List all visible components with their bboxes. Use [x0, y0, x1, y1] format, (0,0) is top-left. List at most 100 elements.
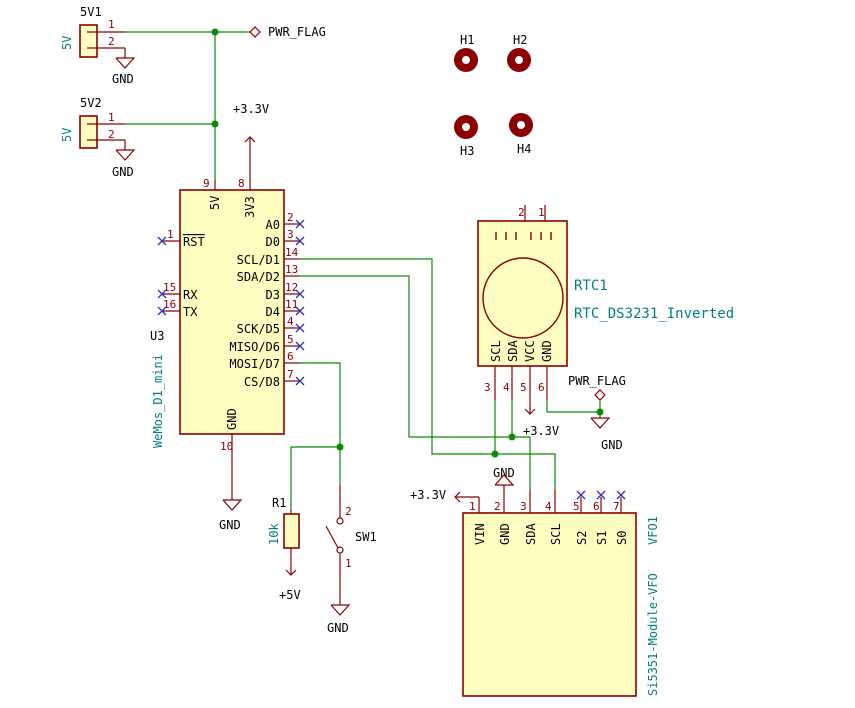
resistor-r1[interactable]: R1 10k +5V: [267, 496, 301, 602]
rtc1-pin-scl: SCL: [489, 340, 503, 362]
net-5v-wires: [125, 28, 250, 180]
u3-pin-sck: SCK/D5: [237, 322, 280, 336]
junction-dot: [211, 120, 219, 128]
junction-dot: [336, 443, 344, 451]
vfo1-pin-s0: S0: [615, 531, 629, 545]
connector-5v1-pin1: 1: [108, 18, 115, 31]
u3-pin-num: 16: [163, 298, 176, 311]
rtc1-pin-num: 3: [484, 381, 491, 394]
rtc1-value: RTC_DS3231_Inverted: [574, 306, 734, 322]
vfo1-pin-vin: VIN: [473, 523, 487, 545]
connector-5v1-value: 5V: [60, 36, 74, 50]
u3-pin-scl: SCL/D1: [237, 253, 280, 267]
sw1-pin1: 1: [345, 557, 352, 570]
rtc1-battery-icon: [482, 257, 564, 339]
u3-ref: U3: [150, 329, 164, 343]
connector-5v2[interactable]: 5V2 5V 1 2 GND: [60, 96, 136, 179]
gnd-u3: GND: [219, 499, 243, 532]
vfo1-pin-s1: S1: [595, 531, 609, 545]
connector-5v2-value: 5V: [60, 128, 74, 142]
u3-pin-sda: SDA/D2: [237, 270, 280, 284]
u3-pin-num: 15: [163, 281, 176, 294]
vfo1-pin-gnd: GND: [498, 523, 512, 545]
junction-dot: [491, 450, 499, 458]
gnd-symbol: [115, 149, 136, 161]
connector-5v1[interactable]: 5V1 5V 1 2 GND: [60, 5, 136, 86]
pwr-flag-top-label: PWR_FLAG: [268, 25, 326, 39]
u3-pin-mosi: MOSI/D7: [229, 357, 280, 371]
junction-dot: [508, 433, 516, 441]
u3-pin-num: 14: [285, 246, 299, 259]
vfo1-pin-num: 3: [520, 500, 527, 513]
power-3v3-vfo: +3.3V: [410, 488, 479, 503]
gnd-symbol: [330, 604, 351, 616]
hole-h1-label: H1: [460, 33, 474, 47]
gnd-vfo-label: GND: [493, 466, 515, 480]
u3-pin-cs: CS/D8: [244, 375, 280, 389]
hole-h4-label: H4: [517, 142, 531, 156]
u3-left-pins: RST RX TX 1 15 16: [162, 228, 205, 319]
junction-dot: [596, 408, 604, 416]
power-3v3-rtc: +3.3V: [523, 408, 559, 438]
u3-pin-tx: TX: [183, 305, 198, 319]
gnd-symbol: [115, 57, 136, 69]
rtc1-pin-gnd: GND: [540, 340, 554, 362]
mounting-holes: H1 H2 H3 H4: [454, 33, 533, 158]
hole-h3-label: H3: [460, 144, 474, 158]
connector-5v2-body: [79, 115, 98, 149]
u3-pin-3v3-num: 8: [238, 177, 245, 190]
u3-right-pins: A0 D0 SCL/D1 SDA/D2 D3 D4 SCK/D5 MISO/D6…: [229, 211, 300, 389]
u3-pin-miso: MISO/D6: [229, 340, 280, 354]
u3-pin-5v-name: 5V: [208, 196, 222, 210]
rtc1-pin-num: 5: [520, 381, 527, 394]
power-3v3-top: +3.3V: [233, 102, 269, 180]
no-connect-markers: [157, 219, 626, 500]
power-5v-r1-label: +5V: [279, 588, 301, 602]
rtc1-pin-sda: SDA: [506, 340, 520, 362]
switch-net: [290, 362, 344, 510]
pwr-flag-top: PWR_FLAG: [249, 25, 326, 39]
hole-h2-label: H2: [513, 33, 527, 47]
sw1-lever: [325, 525, 339, 549]
connector-5v1-pin2: 2: [108, 35, 115, 48]
switch-sw1[interactable]: 2 1 SW1 GND: [325, 485, 377, 635]
gnd-vfo: GND: [493, 466, 515, 486]
rtc1-top-pin: 2: [518, 206, 525, 219]
connector-5v2-pin1: 1: [108, 111, 115, 124]
u3-pin-num: 5: [287, 333, 294, 346]
u3-pin-gnd-num: 10: [220, 440, 233, 453]
u3-pin-num: 2: [287, 211, 294, 224]
u3-pin-3v3-name: 3V3: [243, 196, 257, 218]
vfo1-pin-num: 7: [613, 500, 620, 513]
u3-pin-num: 3: [287, 228, 294, 241]
r1-ref: R1: [272, 496, 286, 510]
vfo1-body: [462, 512, 637, 697]
sw1-ref: SW1: [355, 530, 377, 544]
gnd-sw-label: GND: [327, 621, 349, 635]
vfo1-ref: VFO1: [646, 516, 660, 545]
rtc-gnd-net: PWR_FLAG GND: [546, 374, 626, 452]
power-3v3-vfo-label: +3.3V: [410, 488, 446, 502]
connector-5v2-gnd-label: GND: [112, 165, 134, 179]
sw1-pin2: 2: [345, 505, 352, 518]
i2c-wires: [300, 258, 556, 490]
u3-pin-5v-num: 9: [203, 177, 210, 190]
vfo1-module[interactable]: 1 2 3 4 5 6 7 VIN GND SDA SCL S2 S1 S0 V…: [462, 485, 660, 697]
gnd-symbol: [590, 417, 611, 429]
vfo1-pin-num: 1: [469, 500, 476, 513]
vfo1-pin-s2: S2: [575, 531, 589, 545]
gnd-rtc-label: GND: [601, 438, 623, 452]
u3-pin-num: 7: [287, 368, 294, 381]
u3-pin-num: 12: [285, 281, 298, 294]
rtc1-body: [477, 220, 568, 367]
u3-pin-num: 1: [167, 228, 174, 241]
vfo1-pin-sda: SDA: [524, 523, 538, 545]
rtc1-module[interactable]: 2 1 SCL SDA VCC GND 3 4 5 6 RTC1 RTC_DS3…: [477, 205, 734, 414]
u3-wemos[interactable]: 9 8 5V 3V3 A0 D0 SCL/D1 SDA/D2 D3 D4 SCK…: [150, 177, 300, 500]
rtc1-pin-num: 4: [503, 381, 510, 394]
connector-5v2-pin2: 2: [108, 128, 115, 141]
rtc1-pin-header-marks: [495, 232, 552, 240]
connector-5v1-ref: 5V1: [80, 5, 102, 19]
power-3v3-top-label: +3.3V: [233, 102, 269, 116]
